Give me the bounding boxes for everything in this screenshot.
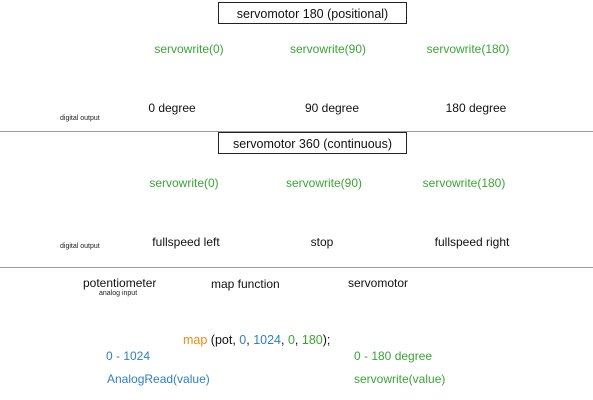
fullspeed-right-label: fullspeed right bbox=[434, 235, 510, 249]
svg-text:MG90S: MG90S bbox=[64, 69, 92, 78]
servowrite-0-label: servowrite(0) bbox=[154, 42, 224, 56]
map-close: ); bbox=[322, 333, 331, 347]
map-call: map (pot, 0, 1024, 0, 180); bbox=[183, 333, 330, 347]
map-arg-b: 1024 bbox=[253, 333, 282, 347]
section2-caption: digital output bbox=[60, 243, 100, 250]
section1-caption: digital output bbox=[60, 115, 100, 122]
divider-1 bbox=[0, 131, 593, 132]
map-fn-name: map bbox=[183, 333, 208, 347]
servowrite-180-label: servowrite(180) bbox=[422, 176, 506, 190]
servowrite-0-label: servowrite(0) bbox=[149, 176, 219, 190]
servowrite-90-label: servowrite(90) bbox=[285, 176, 363, 190]
map-open: (pot, bbox=[207, 333, 240, 347]
servowrite-value-label: servowrite(value) bbox=[354, 372, 446, 386]
degree-90-label: 90 degree bbox=[304, 101, 360, 115]
map-sep-1: , bbox=[246, 333, 254, 347]
map-arg-a: 0 bbox=[239, 333, 247, 347]
map-sep-2: , bbox=[281, 333, 288, 347]
svg-text:Micro Servo: Micro Servo bbox=[65, 82, 92, 88]
map-sep-3: , bbox=[294, 333, 302, 347]
map-function-title: map function bbox=[211, 277, 280, 291]
servomotor-title: servomotor bbox=[348, 276, 409, 290]
potentiometer-sub: analog input bbox=[99, 290, 138, 297]
stop-label: stop bbox=[310, 235, 334, 249]
svg-text:MG90S: MG90S bbox=[382, 326, 402, 332]
degree-180-label: 180 degree bbox=[445, 101, 507, 115]
section2-title: servomotor 360 (continuous) bbox=[218, 132, 407, 154]
analog-read-label: AnalogRead(value) bbox=[107, 372, 210, 386]
degree-0-label: 0 degree bbox=[148, 101, 196, 115]
fullspeed-left-label: fullspeed left bbox=[152, 235, 220, 249]
section1-title: servomotor 180 (positional) bbox=[218, 2, 407, 24]
potentiometer-title: potentiometer bbox=[83, 276, 157, 290]
map-arg-d: 180 bbox=[301, 333, 323, 347]
servowrite-180-label: servowrite(180) bbox=[426, 42, 510, 56]
output-range-label: 0 - 180 degree bbox=[354, 349, 433, 363]
servowrite-90-label: servowrite(90) bbox=[289, 42, 367, 56]
map-arg-c: 0 bbox=[287, 333, 295, 347]
input-range-label: 0 - 1024 bbox=[106, 349, 151, 363]
divider-2 bbox=[0, 267, 593, 268]
